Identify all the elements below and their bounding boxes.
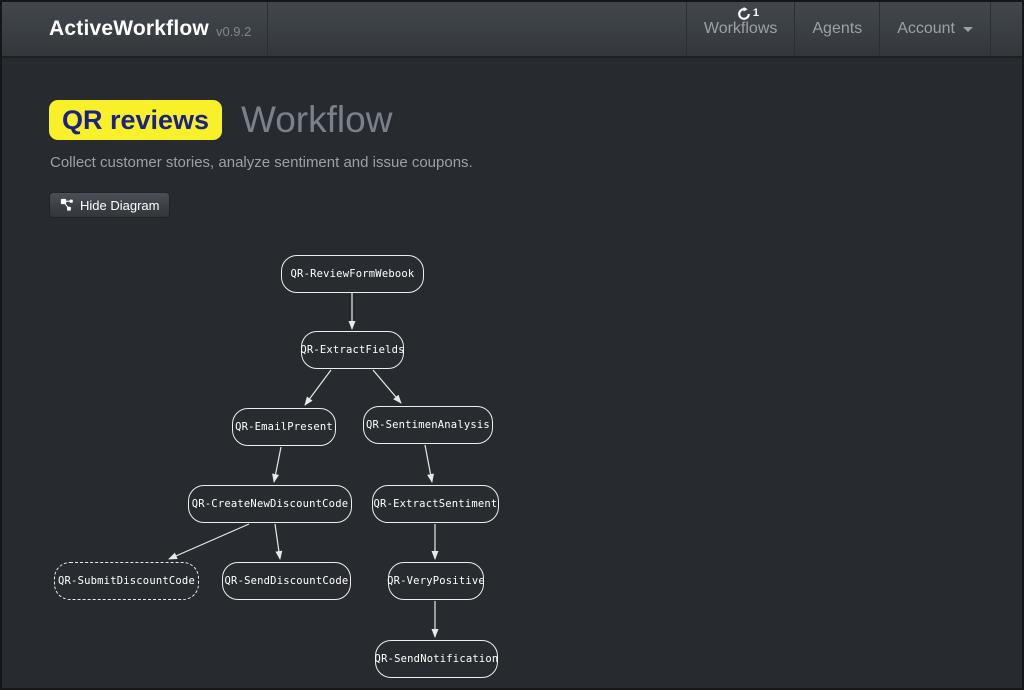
nav-item-account[interactable]: Account	[879, 2, 991, 56]
background-jobs-indicator[interactable]: 1	[737, 7, 759, 21]
refresh-icon	[737, 7, 751, 21]
diagram-node-qr-createnewdiscountcode[interactable]: QR-CreateNewDiscountCode	[188, 485, 352, 523]
workflow-name-badge: QR reviews	[49, 99, 223, 140]
diagram-node-qr-submitdiscountcode[interactable]: QR-SubmitDiscountCode	[54, 562, 199, 600]
main-content: QR reviews Workflow Collect customer sto…	[2, 58, 1022, 690]
hide-diagram-button[interactable]: Hide Diagram	[49, 192, 171, 218]
page-title: QR reviews Workflow	[49, 95, 1022, 141]
diagram-edge	[424, 444, 434, 483]
diagram-edge	[304, 369, 332, 406]
diagram-node-qr-sentimenanalysis[interactable]: QR-SentimenAnalysis	[363, 406, 493, 444]
diagram-edges	[168, 293, 439, 638]
diagram-node-qr-sendnotification[interactable]: QR-SendNotification	[375, 640, 498, 678]
refresh-count-badge: 1	[752, 7, 759, 19]
main-nav: Workflows Agents Account	[685, 2, 991, 56]
navbar-spacer	[268, 2, 686, 56]
diagram-node-qr-verypositive[interactable]: QR-VeryPositive	[387, 562, 485, 600]
diagram-node-qr-emailpresent[interactable]: QR-EmailPresent	[232, 408, 336, 446]
brand-version: v0.9.2	[215, 24, 252, 39]
diagram-node-qr-extractfields[interactable]: QR-ExtractFields	[300, 331, 404, 369]
diagram-node-qr-senddiscountcode[interactable]: QR-SendDiscountCode	[222, 562, 351, 600]
diagram-edge	[168, 523, 250, 560]
diagram-edge	[372, 369, 402, 404]
nav-item-workflows[interactable]: Workflows	[685, 2, 795, 56]
brand-name: ActiveWorkflow	[49, 17, 209, 40]
diagram-edge	[272, 446, 282, 483]
hide-diagram-label: Hide Diagram	[80, 197, 160, 213]
caret-down-icon	[963, 26, 973, 32]
top-navbar: ActiveWorkflow v0.9.2 1 Workflows Agents…	[2, 2, 1022, 58]
brand-link[interactable]: ActiveWorkflow v0.9.2	[2, 2, 269, 56]
nav-item-label: Agents	[812, 20, 863, 37]
nav-item-agents[interactable]: Agents	[794, 2, 879, 56]
nav-item-label: Account	[897, 20, 955, 37]
diagram-edge	[274, 523, 283, 560]
sitemap-icon	[60, 198, 74, 212]
diagram-node-qr-extractsentiment[interactable]: QR-ExtractSentiment	[372, 485, 499, 523]
nav-item-label: Workflows	[703, 20, 778, 37]
page-title-suffix: Workflow	[240, 98, 393, 140]
diagram-node-qr-reviewformwebook[interactable]: QR-ReviewFormWebook	[281, 255, 424, 293]
workflow-description: Collect customer stories, analyze sentim…	[50, 154, 473, 171]
